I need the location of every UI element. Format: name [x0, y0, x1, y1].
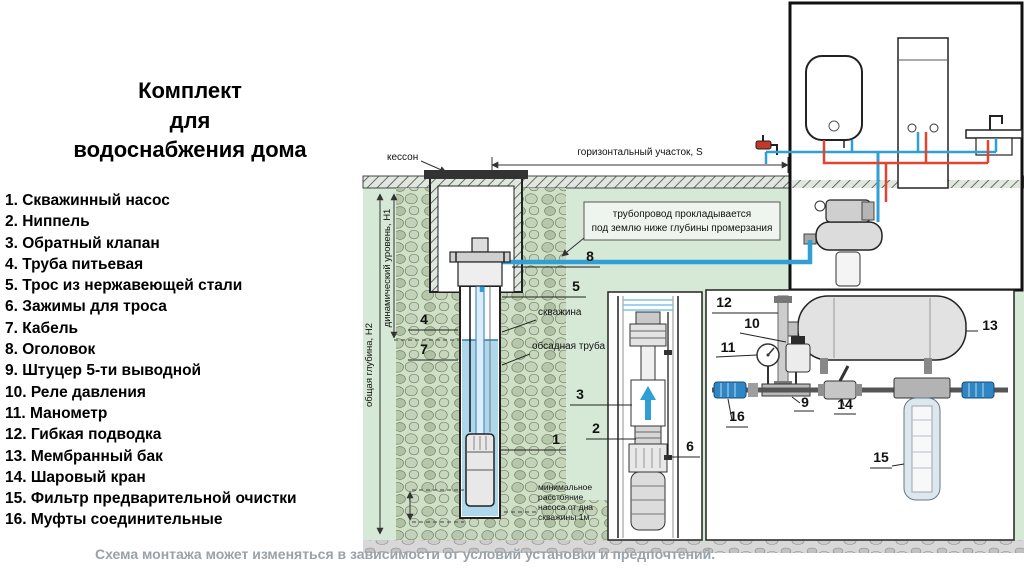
pre-filter: [893, 377, 951, 501]
pump-station: [803, 199, 883, 287]
min-distance-line3: насоса от дна: [538, 502, 593, 512]
borehole-pump: [465, 433, 495, 507]
callout-9: 9: [801, 394, 809, 410]
coupling-left: [713, 381, 758, 399]
caisson-label: кессон: [387, 152, 418, 163]
outdoor-faucet: [755, 135, 778, 155]
legend-item: 2. Ниппель: [5, 213, 90, 231]
inset-pump-detail: [607, 291, 703, 541]
callout-2: 2: [592, 420, 600, 436]
callout-7: 7: [420, 341, 428, 357]
legend-item: 16. Муфты соединительные: [5, 511, 223, 529]
riser-duct: [897, 37, 949, 189]
callout-1: 1: [552, 431, 560, 447]
parts-legend: 1. Скважинный насос 2. Ниппель 3. Обратн…: [5, 190, 363, 531]
callout-13: 13: [982, 317, 998, 333]
legend-item: 3. Обратный клапан: [5, 234, 160, 252]
water-heater: [805, 55, 863, 148]
title-line-2: для: [169, 107, 211, 133]
legend-item: 1. Скважинный насос: [5, 192, 170, 209]
page-title: Комплект для водоснабжения дома: [38, 76, 342, 165]
inset-surface-equipment: [705, 289, 1015, 541]
total-depth-label: общая глубина, Н2: [364, 323, 375, 407]
title-line-1: Комплект: [138, 78, 242, 103]
callouts: 8 5 4 7 1 3 2 6 12 10 11 13 16: [408, 248, 998, 469]
dynamic-level-label: динамический уровень, Н1: [382, 209, 393, 328]
title-line-3: водоснабжения дома: [73, 137, 307, 163]
legend-item: 6. Зажимы для троса: [5, 298, 167, 316]
legend-item: 8. Оголовок: [5, 341, 96, 359]
horizontal-section-label: горизонтальный участок, S: [577, 147, 703, 158]
casing-pipe-label: обсадная труба: [532, 340, 605, 352]
callout-5: 5: [572, 278, 580, 294]
callout-11: 11: [721, 339, 736, 355]
legend-item: 9. Штуцер 5-ти выводной: [5, 362, 202, 380]
top-annotations: кессон горизонтальный участок, S трубопр…: [387, 147, 789, 257]
pipeline-note-line1: трубопровод прокладывается: [613, 208, 751, 220]
legend-item: 4. Труба питьевая: [5, 255, 144, 273]
min-distance-note: минимальное расстояние насоса от дна скв…: [406, 482, 593, 523]
legend-item: 13. Мембранный бак: [5, 447, 163, 465]
callout-3: 3: [576, 386, 584, 402]
legend-item: 15. Фильтр предварительной очистки: [5, 490, 297, 508]
membrane-tank: [785, 295, 967, 374]
coupling-right: [961, 381, 995, 399]
well-label: скважина: [538, 307, 582, 318]
house: [788, 1, 1024, 292]
callout-15: 15: [873, 449, 889, 465]
min-distance-line4: скважины 1м: [538, 512, 589, 522]
callout-8: 8: [586, 248, 594, 264]
min-distance-line2: расстояние: [538, 492, 584, 502]
legend-item: 11. Манометр: [5, 404, 108, 422]
pressure-switch: [785, 336, 811, 384]
pipeline-note-line2: под землю ниже глубины промерзания: [592, 222, 773, 234]
callout-14: 14: [837, 396, 853, 412]
legend-item: 7. Кабель: [5, 319, 79, 337]
callout-10: 10: [744, 315, 760, 331]
legend-item: 14. Шаровый кран: [5, 468, 146, 486]
callout-4: 4: [420, 311, 428, 327]
depth-dimensions: общая глубина, Н2 динамический уровень, …: [364, 193, 462, 535]
callout-16: 16: [729, 408, 745, 424]
hot-water-pipes: [822, 132, 990, 202]
legend-item: 10. Реле давления: [5, 383, 146, 401]
callout-6: 6: [686, 438, 694, 454]
legend-item: 12. Гибкая подводка: [5, 426, 162, 444]
footer-note: Схема монтажа может изменяться в зависим…: [95, 546, 716, 562]
wellhead: [449, 237, 511, 287]
well-labels: скважина обсадная труба минимальное расс…: [406, 307, 605, 523]
pipeline-note: трубопровод прокладывается под землю ниж…: [561, 201, 781, 257]
min-distance-line1: минимальное: [538, 482, 592, 492]
callout-12: 12: [716, 294, 732, 310]
legend-item: 5. Трос из нержавеющей стали: [5, 277, 243, 295]
ball-valve: [818, 365, 862, 400]
